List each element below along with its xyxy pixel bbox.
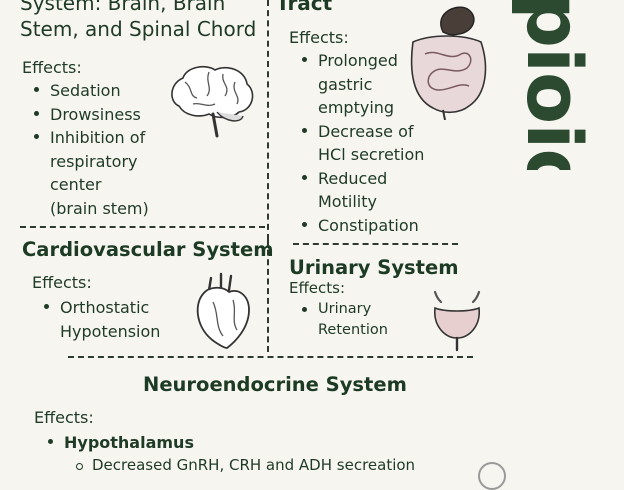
- cns-effect-3d: (brain stem): [50, 198, 149, 218]
- decorative-circle: [478, 462, 506, 490]
- neuro-title: Neuroendocrine System: [143, 373, 407, 396]
- cardio-effects-label: Effects:: [32, 273, 92, 292]
- gi-effect-3: Reduced: [296, 167, 446, 191]
- side-title: Opioids: [503, 0, 623, 170]
- cns-title-line2: Stem, and Spinal Chord: [20, 17, 257, 41]
- brain-icon: [171, 65, 254, 138]
- cns-effect-3b: respiratory: [50, 151, 138, 171]
- gi-effect-3b: Motility: [318, 192, 377, 211]
- neuro-sub-list: Decreased GnRH, CRH and ADH secreation: [70, 455, 470, 475]
- cns-title-line1-full: System: Brain, Brain: [20, 0, 226, 15]
- urinary-effect-1: Urinary: [296, 299, 416, 320]
- neuro-sub-effect: Decreased GnRH, CRH and ADH secreation: [70, 455, 470, 475]
- cardio-title: Cardiovascular System: [22, 238, 274, 261]
- cns-heading-text: System: Brain, Brain Stem, and Spinal Ch…: [20, 0, 256, 42]
- gi-effect-2b: HCl secretion: [318, 145, 425, 164]
- urinary-title: Urinary System: [289, 256, 459, 279]
- cns-effect-3: Inhibition of: [28, 126, 178, 150]
- divider-vertical-bottom: [267, 240, 269, 352]
- divider-right-mid: [293, 243, 458, 245]
- gi-effect-4: Constipation: [296, 214, 446, 238]
- divider-left-mid: [20, 226, 265, 228]
- neuro-hypothalamus-label: Hypothalamus: [64, 433, 194, 452]
- neuro-hypothalamus: Hypothalamus: [42, 431, 462, 454]
- gi-effect-2: Decrease of: [296, 120, 446, 144]
- gi-effect-1: Prolonged: [296, 49, 446, 73]
- cns-effects-label: Effects:: [22, 58, 82, 77]
- divider-vertical-top: [267, 0, 269, 240]
- gi-effects-label: Effects:: [289, 28, 349, 47]
- neuro-effects-list: Hypothalamus: [42, 431, 462, 454]
- urinary-effects-list: Urinary Retention: [296, 299, 416, 341]
- cardio-effect-1b: Hypotension: [60, 321, 161, 341]
- gi-title: Tract: [276, 0, 333, 15]
- gi-effect-1c: emptying: [318, 98, 395, 117]
- cns-effects-list: Sedation Drowsiness Inhibition of respir…: [28, 79, 178, 220]
- intestine-icon: [410, 6, 487, 120]
- bladder-icon: [433, 290, 481, 352]
- urinary-effects-label: Effects:: [289, 279, 346, 297]
- gi-effect-1b: gastric: [318, 74, 373, 94]
- cns-effect-3c: center: [50, 175, 102, 194]
- divider-bottom: [68, 356, 473, 358]
- cns-effect-2: Drowsiness: [28, 103, 178, 127]
- heart-icon: [196, 272, 250, 349]
- cardio-effect-1: Orthostatic: [38, 296, 198, 320]
- side-title-text: Opioids: [510, 0, 599, 170]
- urinary-effect-1b: Retention: [318, 322, 388, 338]
- cns-effect-1: Sedation: [28, 79, 178, 103]
- gi-effects-list: Prolonged gastric emptying Decrease of H…: [296, 49, 446, 237]
- neuro-effects-label: Effects:: [34, 408, 94, 427]
- cardio-effects-list: Orthostatic Hypotension: [38, 296, 198, 343]
